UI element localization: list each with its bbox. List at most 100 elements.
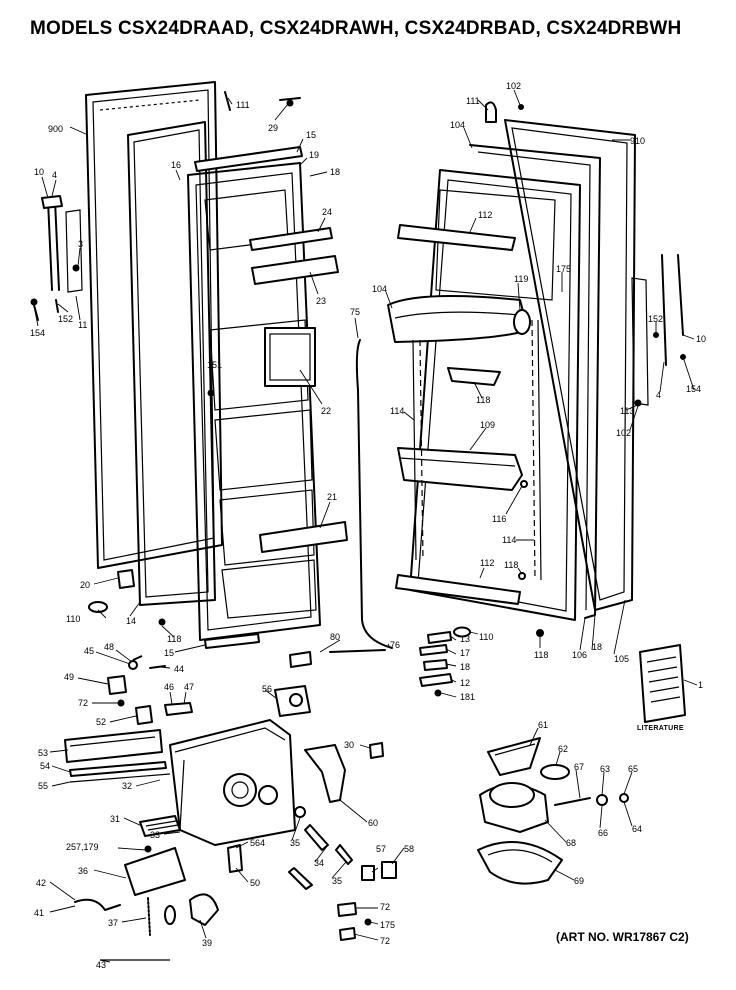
callout: 4: [52, 170, 57, 180]
callout: 102: [506, 81, 521, 91]
callout: 4: [656, 390, 661, 400]
callout: 175: [556, 264, 571, 274]
dispenser-lever-52: [135, 705, 153, 725]
hinge-111-right: [485, 101, 497, 123]
fresh-food-hinge-plate: [631, 277, 649, 406]
callout: 32: [122, 781, 132, 791]
callout: 175: [380, 920, 395, 930]
dairy-compartment-104: [387, 295, 529, 343]
fresh-food-door-assembly: [387, 101, 686, 723]
freezer-handle-10: [47, 199, 53, 291]
callout: 111: [236, 100, 250, 110]
callout: 37: [108, 918, 118, 928]
callout: 12: [460, 678, 470, 688]
fresh-food-gasket: [469, 144, 601, 619]
callout: 20: [80, 580, 90, 590]
callout: 116: [492, 514, 506, 524]
callout: 55: [38, 781, 48, 791]
callout: 62: [558, 744, 568, 754]
freezer-bottom-trim: [204, 633, 260, 649]
callout: 76: [390, 640, 400, 650]
callout: 43: [96, 960, 106, 970]
freezer-door-stop-20: [117, 569, 135, 589]
callout: 17: [460, 648, 470, 658]
callout: 63: [600, 764, 610, 774]
fresh-food-handle-10: [677, 254, 684, 336]
rod-67: [554, 797, 591, 806]
freezer-door-assembly: [30, 81, 393, 668]
freezer-handle-bracket-4: [41, 195, 63, 209]
callout: 15: [306, 130, 316, 140]
callout: 19: [309, 150, 319, 160]
callout: 910: [630, 136, 645, 146]
callout: 53: [38, 748, 48, 758]
bracket-30: [369, 742, 384, 759]
mount-plate-36: [124, 847, 186, 896]
fresh-food-outer-door-panel: [504, 119, 636, 611]
callout: 109: [480, 420, 495, 430]
harness-76: [329, 649, 386, 653]
hinge-parts-13: [427, 631, 452, 644]
callout: 154: [30, 328, 45, 338]
callout: 119: [514, 274, 528, 284]
callout: 18: [592, 642, 602, 652]
callout: 58: [404, 844, 414, 854]
freezer-outer-door-panel: [85, 81, 223, 569]
trim-55: [69, 773, 171, 783]
chute-61: [487, 737, 541, 776]
callout: 69: [574, 876, 584, 886]
callout: 18: [460, 662, 470, 672]
freezer-shelf-21: [259, 521, 348, 553]
callout: 21: [327, 492, 337, 502]
callout: 181: [460, 692, 475, 702]
motor-39: [189, 893, 219, 926]
leader-lines: [33, 89, 698, 963]
callout: 41: [34, 908, 44, 918]
door-rail-114-left: [412, 339, 417, 561]
callout: 22: [321, 406, 331, 416]
callout: 106: [572, 650, 587, 660]
literature-label: LITERATURE: [637, 725, 684, 732]
callout: 47: [184, 682, 194, 692]
callout: 23: [316, 296, 326, 306]
callout: 151: [207, 360, 222, 370]
callout: 152: [648, 314, 663, 324]
callout: 114: [390, 406, 404, 416]
drip-tray-54: [69, 761, 167, 777]
callout: 118: [504, 560, 518, 570]
ice-crusher-parts: [477, 737, 629, 885]
callout: 118: [534, 650, 548, 660]
callout: 67: [574, 762, 584, 772]
callout: 1: [698, 680, 703, 690]
crusher-bowl-69: [477, 841, 563, 885]
callout: 10: [696, 334, 706, 344]
callout: 15: [164, 648, 174, 658]
callout: 33: [150, 830, 160, 840]
callout: 57: [376, 844, 386, 854]
callout: 564: [250, 838, 265, 848]
callout: 110: [479, 632, 493, 642]
callout: 900: [48, 124, 63, 134]
door-rail-114-right: [531, 319, 536, 581]
callout: 114: [502, 535, 516, 545]
callout: 52: [96, 717, 106, 727]
callout: 257,179: [66, 842, 99, 852]
callout: 72: [380, 902, 390, 912]
callout: 16: [171, 160, 181, 170]
callout: 104: [372, 284, 387, 294]
callout: 111: [466, 96, 480, 106]
callout: 24: [322, 207, 332, 217]
callout: 11: [78, 320, 87, 330]
freezer-top-trim: [194, 146, 303, 172]
freezer-door-liner: [187, 162, 321, 641]
door-shelf-112-top: [397, 224, 516, 251]
callout: 35: [332, 876, 342, 886]
disc-62: [540, 764, 570, 780]
callout: 75: [350, 307, 360, 317]
literature-sheet: [639, 644, 686, 723]
callout: 80: [330, 632, 340, 642]
callout: 13: [460, 634, 470, 644]
callout: 48: [104, 642, 114, 652]
spring-37: [147, 897, 151, 936]
callout: 118: [167, 634, 181, 644]
